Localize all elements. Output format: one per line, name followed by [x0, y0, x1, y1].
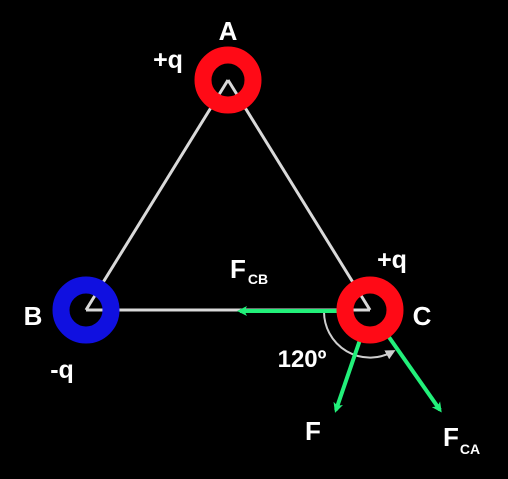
edge-ac — [226, 79, 372, 311]
vector-fca-label: FCA — [443, 422, 480, 457]
vector-fcb-sub: CB — [248, 271, 268, 287]
charge-b-label: B — [24, 301, 43, 331]
edge-ab — [84, 79, 230, 311]
vector-fca-arrow — [382, 328, 442, 413]
charge-c — [336, 276, 404, 344]
angle-arc — [323, 311, 396, 360]
vector-fcb-main: F — [230, 254, 246, 284]
vector-fca-sub: CA — [460, 441, 480, 457]
vector-f-label: F — [305, 416, 321, 446]
charge-a-value: +q — [153, 46, 183, 74]
charge-a — [194, 46, 262, 114]
vector-f-arrow — [333, 333, 364, 413]
charge-c-value: +q — [377, 246, 407, 274]
charge-b-value: -q — [50, 356, 74, 384]
charge-c-label: C — [413, 301, 432, 331]
charge-a-label: A — [219, 16, 238, 46]
charge-b — [52, 276, 120, 344]
angle-label: 120º — [278, 346, 327, 373]
vector-fca-main: F — [443, 422, 459, 452]
